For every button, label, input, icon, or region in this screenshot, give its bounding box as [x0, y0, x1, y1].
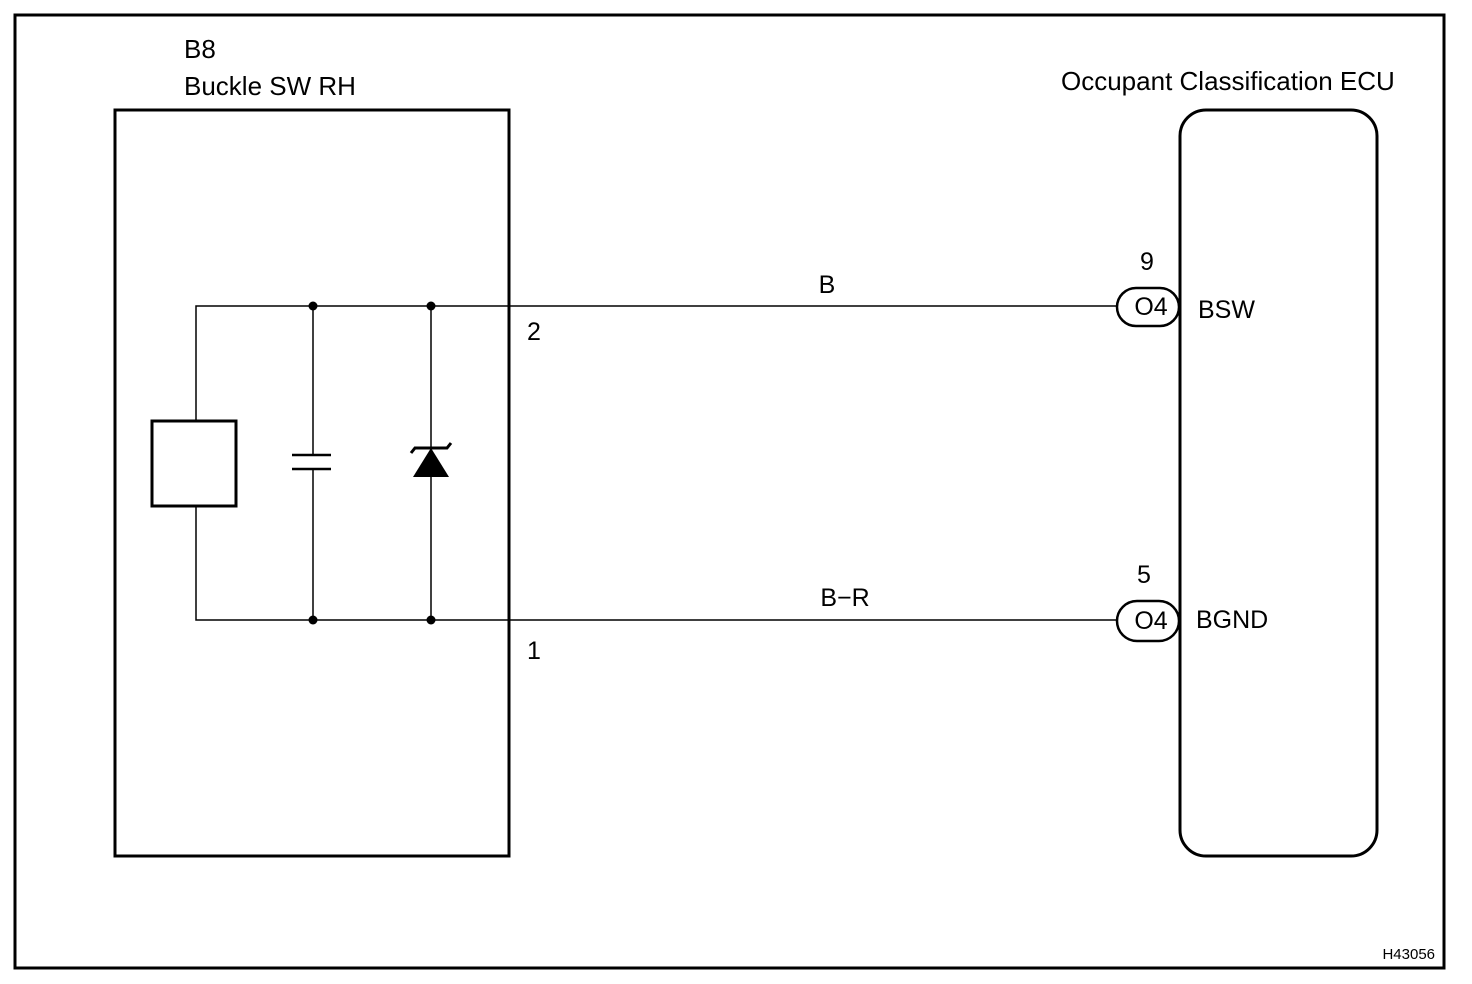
- hall-sensor-element: [150, 419, 238, 508]
- figure-id: H43056: [1382, 946, 1435, 963]
- internal-top-rail: [195, 305, 509, 421]
- left-component-code: B8: [184, 34, 216, 64]
- ecu-box: [1178, 108, 1379, 858]
- left-pin-bottom-label: 1: [527, 637, 541, 665]
- zener-diode-icon: [413, 448, 449, 477]
- connector-top-label: O4: [1134, 293, 1167, 321]
- buckle-switch-internal-circuit: [150, 301, 509, 625]
- junction-dot: [426, 615, 436, 625]
- junction-dot: [308, 615, 318, 625]
- internal-bottom-rail: [195, 506, 509, 621]
- ecu-signal-top: BSW: [1198, 296, 1255, 324]
- connector-badge-top: [1115, 286, 1181, 328]
- wire-bottom-color-label: B−R: [820, 584, 869, 612]
- wire-top-color-label: B: [819, 271, 836, 299]
- connector-bottom-label: O4: [1134, 607, 1167, 635]
- outer-frame: [13, 13, 1446, 970]
- left-pin-top-label: 2: [527, 318, 541, 346]
- junction-dot: [426, 301, 436, 311]
- junction-dot: [308, 301, 318, 311]
- left-component-name: Buckle SW RH: [184, 71, 356, 101]
- ecu-pin-bottom-number: 5: [1137, 561, 1151, 589]
- right-component-name: Occupant Classification ECU: [1061, 66, 1395, 96]
- buckle-switch-box: [113, 108, 511, 858]
- connector-badge-bottom: [1115, 599, 1181, 643]
- ecu-pin-top-number: 9: [1140, 248, 1154, 276]
- ecu-signal-bottom: BGND: [1196, 606, 1268, 634]
